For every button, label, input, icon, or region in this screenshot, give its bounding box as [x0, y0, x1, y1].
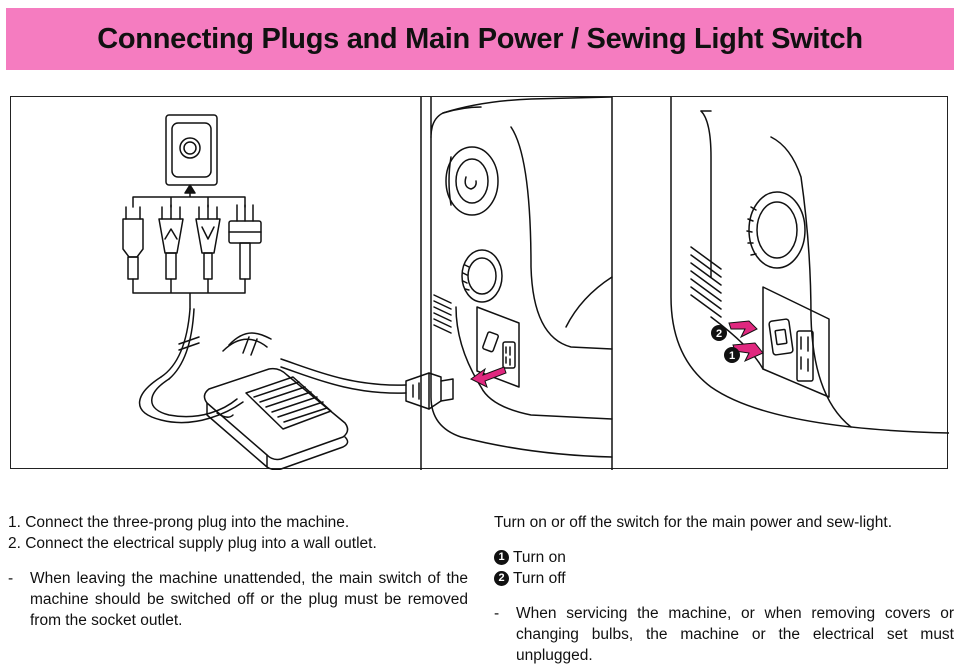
wall-socket-icon	[165, 114, 218, 186]
number-1-icon: 1	[494, 550, 509, 565]
plug-type-b-icon	[158, 204, 184, 280]
sewing-machine-side-right	[670, 97, 949, 434]
turn-on-label: Turn on	[513, 549, 566, 566]
number-2-icon: 2	[494, 571, 509, 586]
title-bar: Connecting Plugs and Main Power / Sewing…	[6, 8, 954, 70]
callout-2-label: 2	[716, 328, 722, 340]
note-unattended: - When leaving the machine unattended, t…	[8, 568, 468, 631]
turn-off-item: 2 Turn off	[494, 568, 954, 589]
turn-on-item: 1 Turn on	[494, 547, 954, 568]
illustration-svg: 2 1	[122, 97, 949, 470]
power-cord	[138, 308, 407, 424]
step-1: 1. Connect the three-prong plug into the…	[8, 514, 350, 531]
turn-off-label: Turn off	[513, 570, 566, 587]
note-text: When leaving the machine unattended, the…	[30, 570, 468, 629]
arrow-insert-icon	[470, 366, 507, 388]
switch-intro: Turn on or off the switch for the main p…	[494, 514, 893, 531]
page-title: Connecting Plugs and Main Power / Sewing…	[97, 22, 863, 55]
left-instructions: 1. Connect the three-prong plug into the…	[8, 512, 468, 631]
note-servicing: - When servicing the machine, or when re…	[494, 603, 954, 666]
foot-pedal-icon	[203, 367, 349, 470]
arrow-off-icon	[728, 320, 758, 339]
note-text: When servicing the machine, or when remo…	[516, 605, 954, 664]
note-dash: -	[8, 570, 14, 587]
plug-type-d-icon	[228, 204, 262, 280]
callout-2-icon: 2	[711, 325, 727, 341]
right-instructions: Turn on or off the switch for the main p…	[494, 512, 954, 666]
callout-1-label: 1	[729, 350, 735, 362]
illustration-panel: 2 1	[10, 96, 949, 470]
callout-1-icon: 1	[724, 347, 740, 363]
plug-type-c-icon	[195, 204, 221, 280]
plug-type-a-icon	[122, 206, 144, 280]
step-2: 2. Connect the electrical supply plug in…	[8, 535, 377, 552]
note-dash: -	[494, 605, 500, 622]
machine-connector-icon	[405, 372, 454, 410]
sewing-machine-side-left	[430, 97, 613, 458]
